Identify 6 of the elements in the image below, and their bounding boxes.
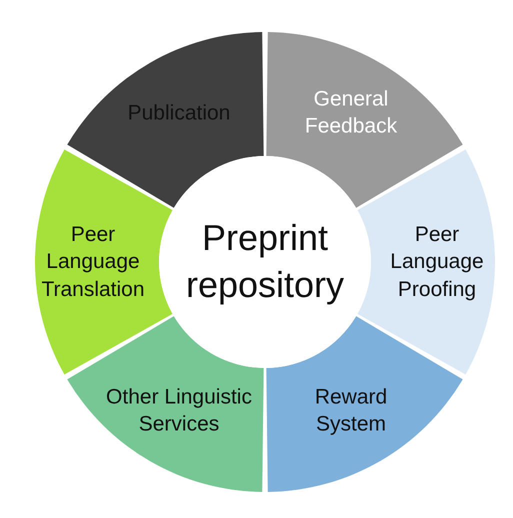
segment-label: Peer Language Translation [40, 222, 146, 303]
segment-label: Reward System [314, 384, 388, 438]
segment-label: Other Linguistic Services [105, 384, 253, 438]
segment-label: Peer Language Proofing [389, 222, 485, 303]
segment-label: General Feedback [304, 86, 398, 140]
center-label: Preprint repository [184, 216, 346, 307]
